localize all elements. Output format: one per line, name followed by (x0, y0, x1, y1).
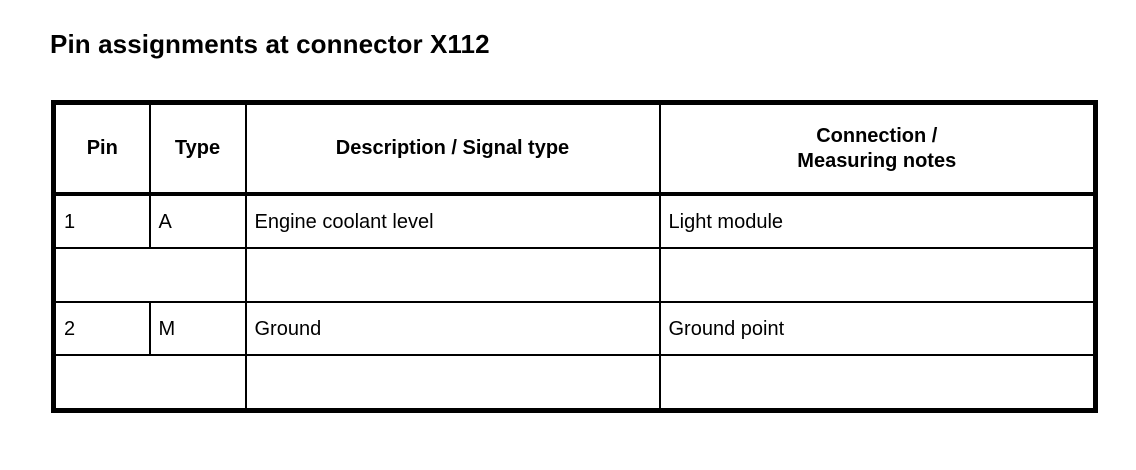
cell-pin: 1 (52, 193, 151, 249)
cell-type: A (148, 193, 247, 249)
cell-description: Ground (244, 301, 661, 356)
cell-connection (658, 354, 1097, 412)
cell-connection (658, 247, 1097, 303)
table-row-empty (52, 354, 1097, 412)
cell-connection: Ground point (658, 301, 1097, 356)
pin-assignments-table: Pin Type Description / Signal type Conne… (51, 100, 1098, 413)
table-row: 2 M Ground Ground point (52, 301, 1097, 356)
table-row: 1 A Engine coolant level Light module (52, 193, 1097, 249)
table-row-empty (52, 247, 1097, 303)
column-header-connection: Connection / Measuring notes (658, 101, 1097, 196)
column-header-pin: Pin (52, 101, 151, 196)
pin-assignments-table-container: Pin Type Description / Signal type Conne… (51, 100, 1098, 413)
cell-pin: 2 (52, 301, 151, 356)
column-header-type: Type (148, 101, 247, 196)
column-header-connection-line1: Connection / (816, 124, 938, 147)
cell-description: Engine coolant level (244, 193, 661, 249)
cell-pin-type-merged (52, 247, 247, 303)
cell-description (244, 247, 661, 303)
table-header-row: Pin Type Description / Signal type Conne… (52, 101, 1097, 196)
cell-pin-type-merged (52, 354, 247, 412)
column-header-connection-line2: Measuring notes (797, 149, 957, 172)
cell-connection: Light module (658, 193, 1097, 249)
page-title: Pin assignments at connector X112 (50, 29, 490, 59)
cell-description (244, 354, 661, 412)
column-header-description: Description / Signal type (244, 101, 661, 196)
cell-type: M (148, 301, 247, 356)
